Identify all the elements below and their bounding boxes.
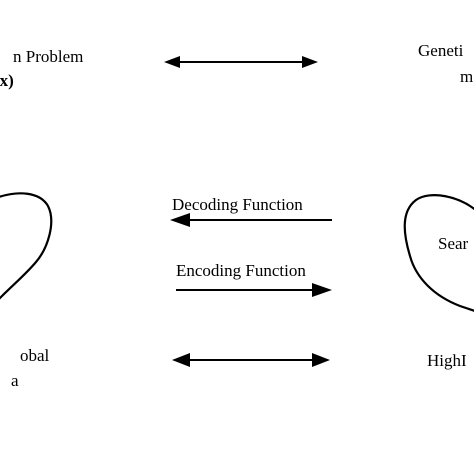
decoding-arrow-head bbox=[170, 213, 190, 227]
right-bottom-label: HighI bbox=[427, 351, 467, 370]
left-problem-title: n Problem bbox=[13, 47, 83, 66]
right-top-subtitle: m bbox=[460, 67, 473, 86]
left-bottom-line2: a bbox=[11, 371, 19, 390]
right-region-shape bbox=[403, 194, 474, 312]
decoding-function-label: Decoding Function bbox=[172, 195, 303, 214]
encoding-function-label: Encoding Function bbox=[176, 261, 306, 280]
decoding-arrow bbox=[170, 213, 332, 227]
right-top-title: Geneti bbox=[418, 41, 464, 60]
top-arrow-left-head bbox=[164, 56, 180, 68]
bottom-arrow-left-head bbox=[172, 353, 190, 367]
encoding-arrow bbox=[176, 283, 332, 297]
left-region-shape bbox=[0, 192, 53, 300]
left-bottom-line1: obal bbox=[20, 346, 50, 365]
top-double-arrow bbox=[164, 56, 318, 68]
bottom-arrow-right-head bbox=[312, 353, 330, 367]
encoding-arrow-head bbox=[312, 283, 332, 297]
right-blob-label: Sear bbox=[438, 234, 469, 253]
bottom-double-arrow bbox=[172, 353, 330, 367]
top-arrow-right-head bbox=[302, 56, 318, 68]
left-problem-function: (x) bbox=[0, 71, 14, 90]
